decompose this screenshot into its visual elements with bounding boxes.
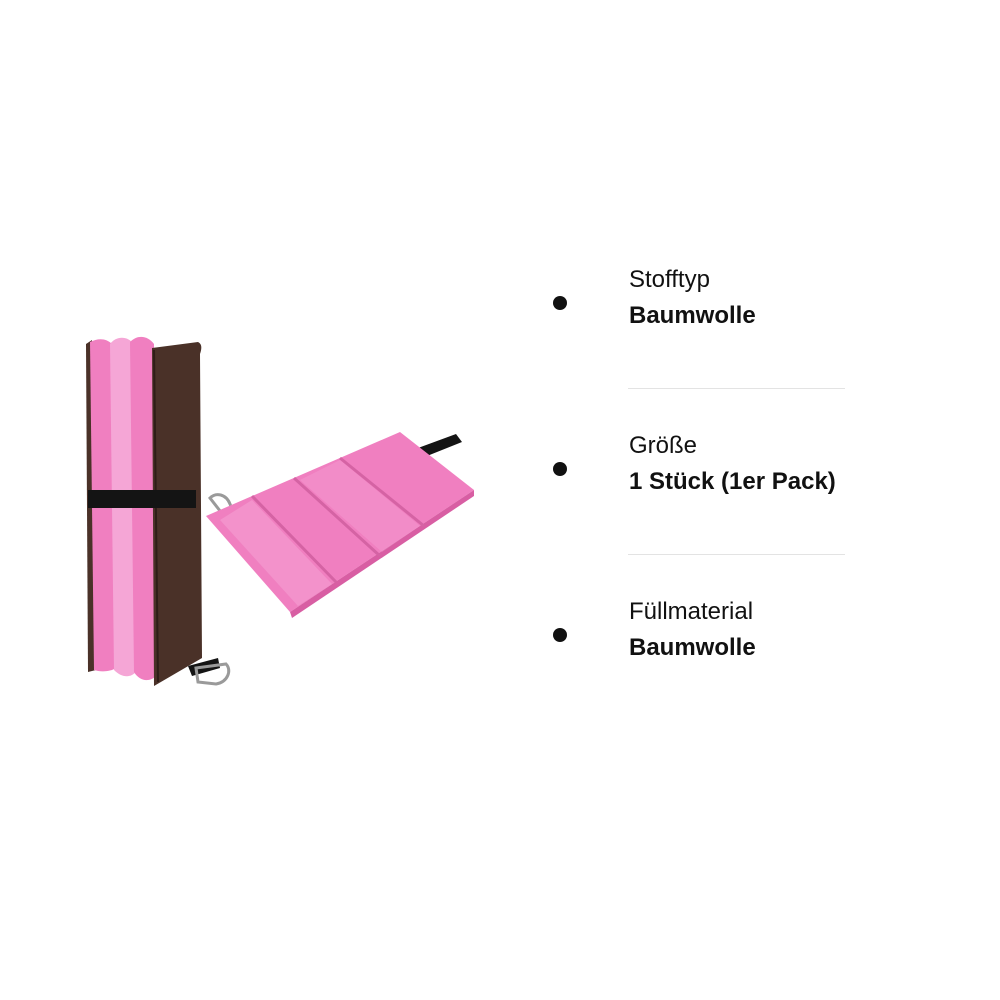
divider	[628, 554, 845, 555]
attribute-list: Stofftyp Baumwolle Größe 1 Stück (1er Pa…	[540, 262, 860, 676]
attribute-label: Füllmaterial	[629, 598, 754, 625]
bullet-icon	[553, 296, 567, 310]
attribute-item-size: Größe 1 Stück (1er Pack)	[540, 428, 860, 510]
attribute-value: Baumwolle	[629, 302, 756, 329]
attribute-item-filling: Füllmaterial Baumwolle	[540, 594, 860, 676]
attribute-value: 1 Stück (1er Pack)	[629, 468, 836, 495]
folded-cushion	[86, 336, 231, 686]
divider	[628, 388, 845, 389]
attribute-item-fabric-type: Stofftyp Baumwolle	[540, 262, 860, 344]
folding-seat-cushion-image	[86, 336, 474, 686]
attribute-label: Stofftyp	[629, 266, 710, 293]
open-cushion	[206, 432, 474, 618]
attribute-value: Baumwolle	[629, 634, 756, 661]
product-image	[70, 320, 490, 700]
bullet-icon	[553, 462, 567, 476]
bullet-icon	[553, 628, 567, 642]
attribute-label: Größe	[629, 432, 698, 459]
